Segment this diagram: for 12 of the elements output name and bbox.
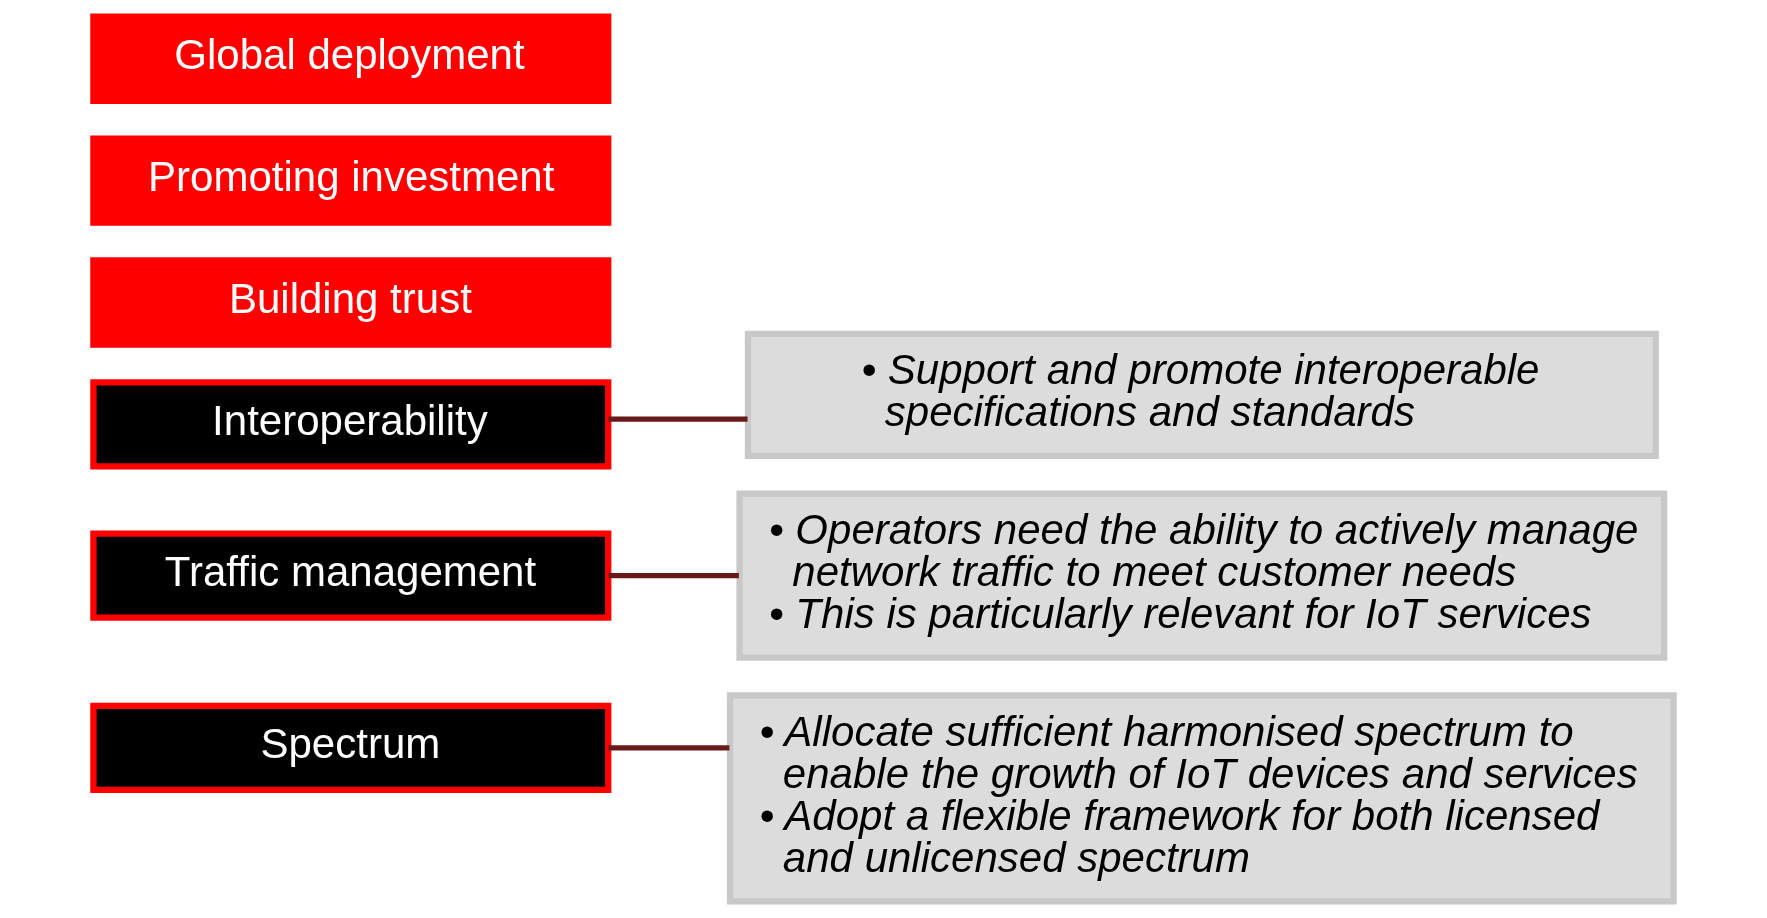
- node-box: Building trust: [90, 257, 612, 348]
- connector: [608, 745, 730, 751]
- node-box: Spectrum: [90, 702, 612, 794]
- connector: [608, 573, 739, 579]
- node-box: Global deployment: [90, 13, 612, 104]
- node-box: Promoting investment: [90, 135, 612, 226]
- node-box: Interoperability: [90, 379, 612, 470]
- node-box: Traffic management: [90, 530, 612, 621]
- node-box: • Allocate sufficient harmonised spectrum to enable the growth of IoT devices and services • Adopt a flexible framework for both licensed and unlicensed spectrum: [726, 692, 1677, 905]
- node-box: • Support and promote interoperable specifications and standards: [744, 330, 1659, 459]
- node-box: • Operators need the ability to actively manage network traffic to meet customer needs • This is particularly relevant for IoT services: [736, 490, 1668, 661]
- connector: [608, 416, 748, 422]
